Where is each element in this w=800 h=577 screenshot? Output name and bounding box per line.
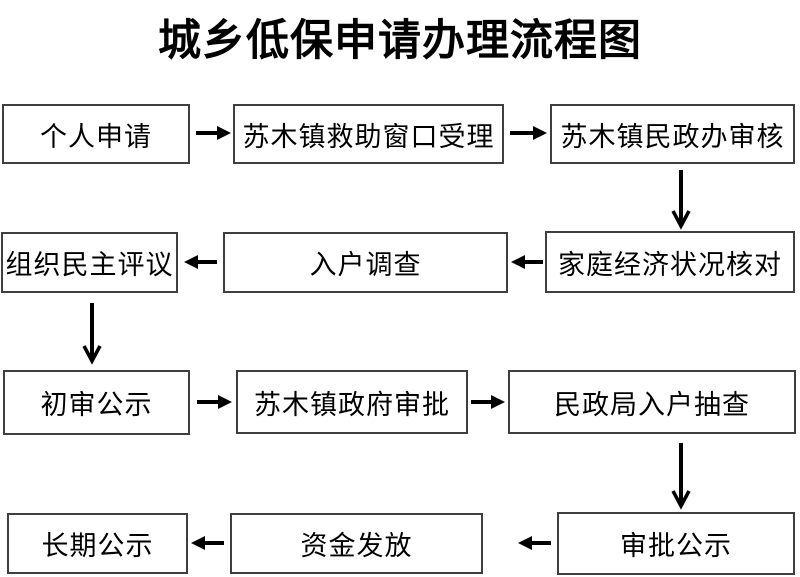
box-civil-affairs-bureau-spot-check: 民政局入户抽查 bbox=[508, 370, 796, 434]
box-democratic-appraisal: 组织民主评议 bbox=[1, 232, 178, 293]
box-township-aid-window-acceptance: 苏木镇救助窗口受理 bbox=[233, 104, 504, 164]
arrow-survey-to-appraisal bbox=[184, 255, 217, 269]
arrow-spot-check-down-to-approval-publicity bbox=[671, 443, 691, 510]
arrow-economic-check-to-survey bbox=[511, 255, 543, 269]
box-household-survey: 入户调查 bbox=[223, 232, 508, 293]
box-long-term-publicity: 长期公示 bbox=[7, 513, 188, 574]
box-approval-publicity: 审批公示 bbox=[557, 512, 795, 575]
box-preliminary-publicity: 初审公示 bbox=[3, 370, 190, 435]
box-fund-disbursement: 资金发放 bbox=[230, 513, 483, 574]
box-family-economic-status-check: 家庭经济状况核对 bbox=[545, 231, 795, 293]
arrow-review-down-to-economic-check bbox=[671, 170, 691, 230]
arrow-application-to-acceptance bbox=[196, 126, 231, 140]
box-township-civil-affairs-review: 苏木镇民政办审核 bbox=[550, 104, 795, 164]
arrow-fund-to-long-term-publicity bbox=[191, 536, 224, 550]
arrow-preliminary-to-government-approval bbox=[197, 395, 232, 409]
arrow-approval-publicity-to-fund bbox=[518, 536, 551, 550]
box-township-government-approval: 苏木镇政府审批 bbox=[236, 370, 468, 434]
box-individual-application: 个人申请 bbox=[2, 104, 190, 164]
arrow-government-approval-to-spot-check bbox=[471, 395, 505, 409]
arrow-acceptance-to-review bbox=[510, 126, 547, 140]
diagram-title: 城乡低保申请办理流程图 bbox=[158, 18, 642, 65]
arrow-appraisal-down-to-preliminary bbox=[82, 303, 102, 365]
